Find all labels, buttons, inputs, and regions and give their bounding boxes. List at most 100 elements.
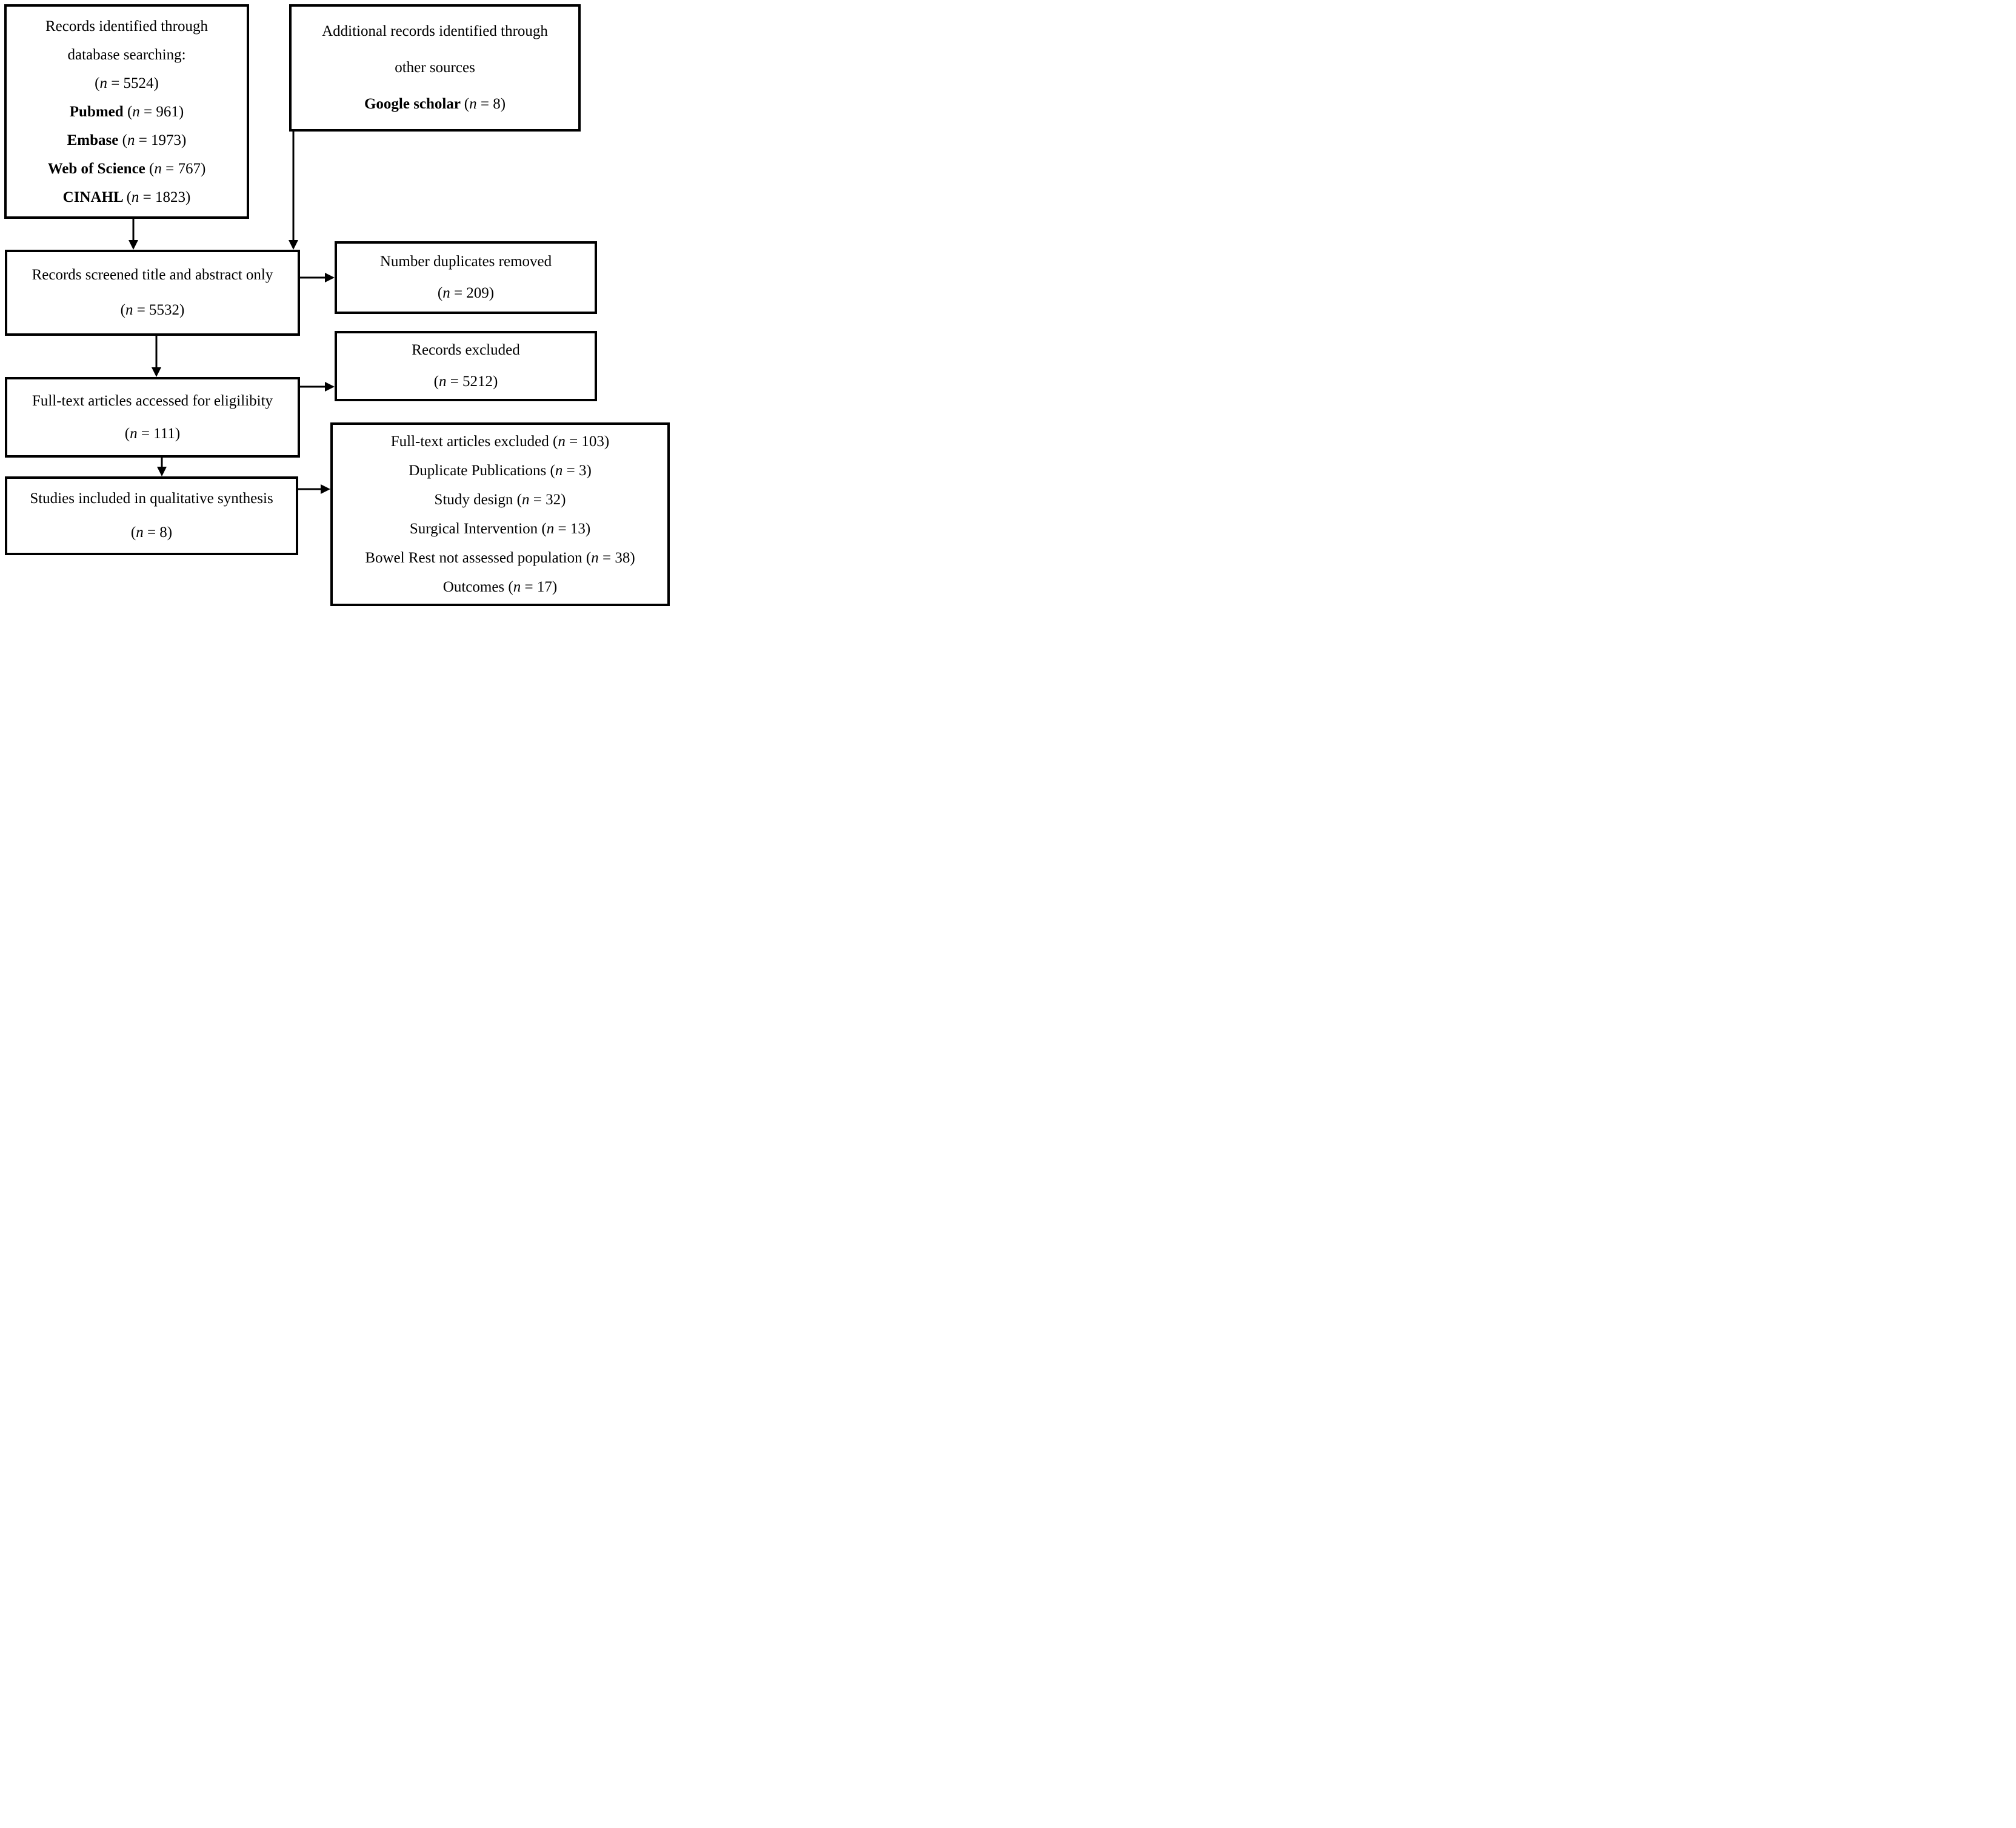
text-segment: (: [120, 302, 125, 318]
arrow-stem: [300, 385, 327, 388]
text-segment: Study design (: [434, 491, 522, 508]
text-segment: n: [522, 491, 530, 508]
box-fulltext-eligibility: Full-text articles accessed for eligilib…: [5, 377, 300, 458]
text-line: (n = 5532): [121, 293, 185, 328]
arrow-fulltext-to-qualitative: [157, 458, 167, 476]
text-segment: (: [130, 524, 136, 541]
text-segment: = 13): [554, 520, 591, 537]
box-records-identified: Records identified through database searc…: [4, 4, 249, 219]
text-segment: n: [591, 549, 599, 566]
text-line: (n = 111): [125, 418, 180, 450]
text-segment: = 767): [161, 160, 206, 177]
text-line: Duplicate Publications (n = 3): [409, 456, 592, 485]
text-segment: = 5524): [107, 75, 159, 92]
arrow-stem: [292, 132, 295, 242]
prisma-flow-diagram: Records identified through database searc…: [0, 0, 672, 609]
text-line: Full-text articles excluded (n = 103): [391, 427, 610, 456]
arrow-down-icon: [129, 240, 138, 250]
arrow-right-icon: [325, 273, 335, 282]
text-segment: n: [154, 160, 162, 177]
text-segment: Records screened title and abstract only: [32, 267, 273, 283]
text-segment: = 8): [476, 96, 506, 112]
arrow-identified-to-screened: [129, 219, 138, 250]
text-line: Web of Science (n = 767): [48, 155, 206, 183]
text-segment: Studies included in qualitative synthesi…: [30, 490, 273, 507]
arrow-additional-to-screened: [289, 132, 298, 250]
text-segment: n: [131, 188, 139, 205]
text-line: Google scholar (n = 8): [364, 86, 506, 122]
text-segment: Records identified through: [45, 18, 208, 35]
text-line: Additional records identified through: [322, 13, 548, 50]
text-segment: (: [124, 425, 130, 442]
text-line: (n = 8): [131, 516, 172, 550]
text-segment: n: [558, 433, 566, 450]
text-line: CINAHL (n = 1823): [63, 183, 191, 212]
box-records-excluded: Records excluded (n = 5212): [335, 331, 597, 401]
text-segment: = 17): [521, 578, 558, 595]
text-segment: (: [464, 96, 470, 112]
text-segment: n: [555, 462, 563, 479]
text-line: Studies included in qualitative synthesi…: [30, 482, 273, 516]
text-line: database searching:: [67, 41, 185, 69]
text-segment: = 111): [137, 425, 181, 442]
text-segment: other sources: [395, 59, 475, 76]
text-segment: = 8): [143, 524, 173, 541]
text-segment: Outcomes (: [442, 578, 513, 595]
arrow-screened-to-duplicates: [300, 273, 335, 282]
text-line: (n = 5212): [434, 366, 498, 398]
arrow-screened-to-fulltext: [152, 336, 161, 377]
text-line: (n = 5524): [95, 69, 159, 98]
text-line: Bowel Rest not assessed population (n = …: [365, 544, 635, 573]
arrow-stem: [298, 488, 323, 490]
text-segment: n: [130, 425, 138, 442]
text-segment: database searching:: [67, 46, 186, 63]
box-additional-records: Additional records identified through oth…: [289, 4, 581, 132]
arrow-fulltext-to-excluded: [300, 382, 335, 392]
box-duplicates-removed: Number duplicates removed (n = 209): [335, 241, 597, 314]
text-segment: Google scholar: [364, 96, 464, 112]
text-segment: = 38): [598, 549, 635, 566]
text-segment: n: [136, 524, 144, 541]
arrow-stem: [155, 336, 158, 370]
text-segment: = 209): [450, 285, 495, 301]
text-segment: (: [433, 373, 439, 390]
text-line: Full-text articles accessed for eligilib…: [32, 385, 273, 418]
text-segment: Pubmed: [69, 103, 127, 120]
text-segment: n: [132, 103, 140, 120]
arrow-qualitative-to-fulltext-excluded: [298, 484, 330, 494]
text-line: Study design (n = 32): [435, 485, 566, 515]
text-segment: = 32): [529, 491, 566, 508]
arrow-right-icon: [321, 484, 330, 494]
text-segment: (: [149, 160, 155, 177]
text-line: Outcomes (n = 17): [443, 573, 557, 602]
text-segment: (: [127, 103, 133, 120]
text-segment: = 5212): [446, 373, 498, 390]
text-segment: Web of Science: [47, 160, 150, 177]
arrow-right-icon: [325, 382, 335, 392]
text-segment: Number duplicates removed: [379, 253, 552, 270]
text-line: Embase (n = 1973): [67, 126, 187, 155]
text-segment: Full-text articles accessed for eligilib…: [32, 392, 273, 409]
text-line: Records identified through: [45, 12, 208, 41]
text-segment: Surgical Intervention (: [409, 520, 547, 537]
text-segment: n: [99, 75, 107, 92]
box-qualitative-synthesis: Studies included in qualitative synthesi…: [5, 476, 298, 555]
text-line: Number duplicates removed: [380, 246, 552, 278]
text-segment: (: [437, 285, 443, 301]
text-segment: n: [513, 578, 521, 595]
text-segment: (: [126, 188, 132, 205]
text-line: Records excluded: [412, 335, 519, 366]
text-segment: = 1823): [139, 188, 191, 205]
text-segment: = 3): [562, 462, 592, 479]
text-segment: Full-text articles excluded (: [390, 433, 558, 450]
text-segment: Records excluded: [412, 342, 520, 358]
text-segment: n: [442, 285, 450, 301]
text-segment: Bowel Rest not assessed population (: [365, 549, 592, 566]
text-line: Surgical Intervention (n = 13): [410, 515, 590, 544]
arrow-stem: [161, 458, 163, 469]
text-line: Pubmed (n = 961): [70, 98, 184, 126]
text-line: (n = 209): [438, 278, 494, 309]
box-fulltext-excluded: Full-text articles excluded (n = 103)Dup…: [330, 422, 670, 606]
arrow-stem: [132, 219, 135, 242]
arrow-stem: [300, 276, 327, 279]
